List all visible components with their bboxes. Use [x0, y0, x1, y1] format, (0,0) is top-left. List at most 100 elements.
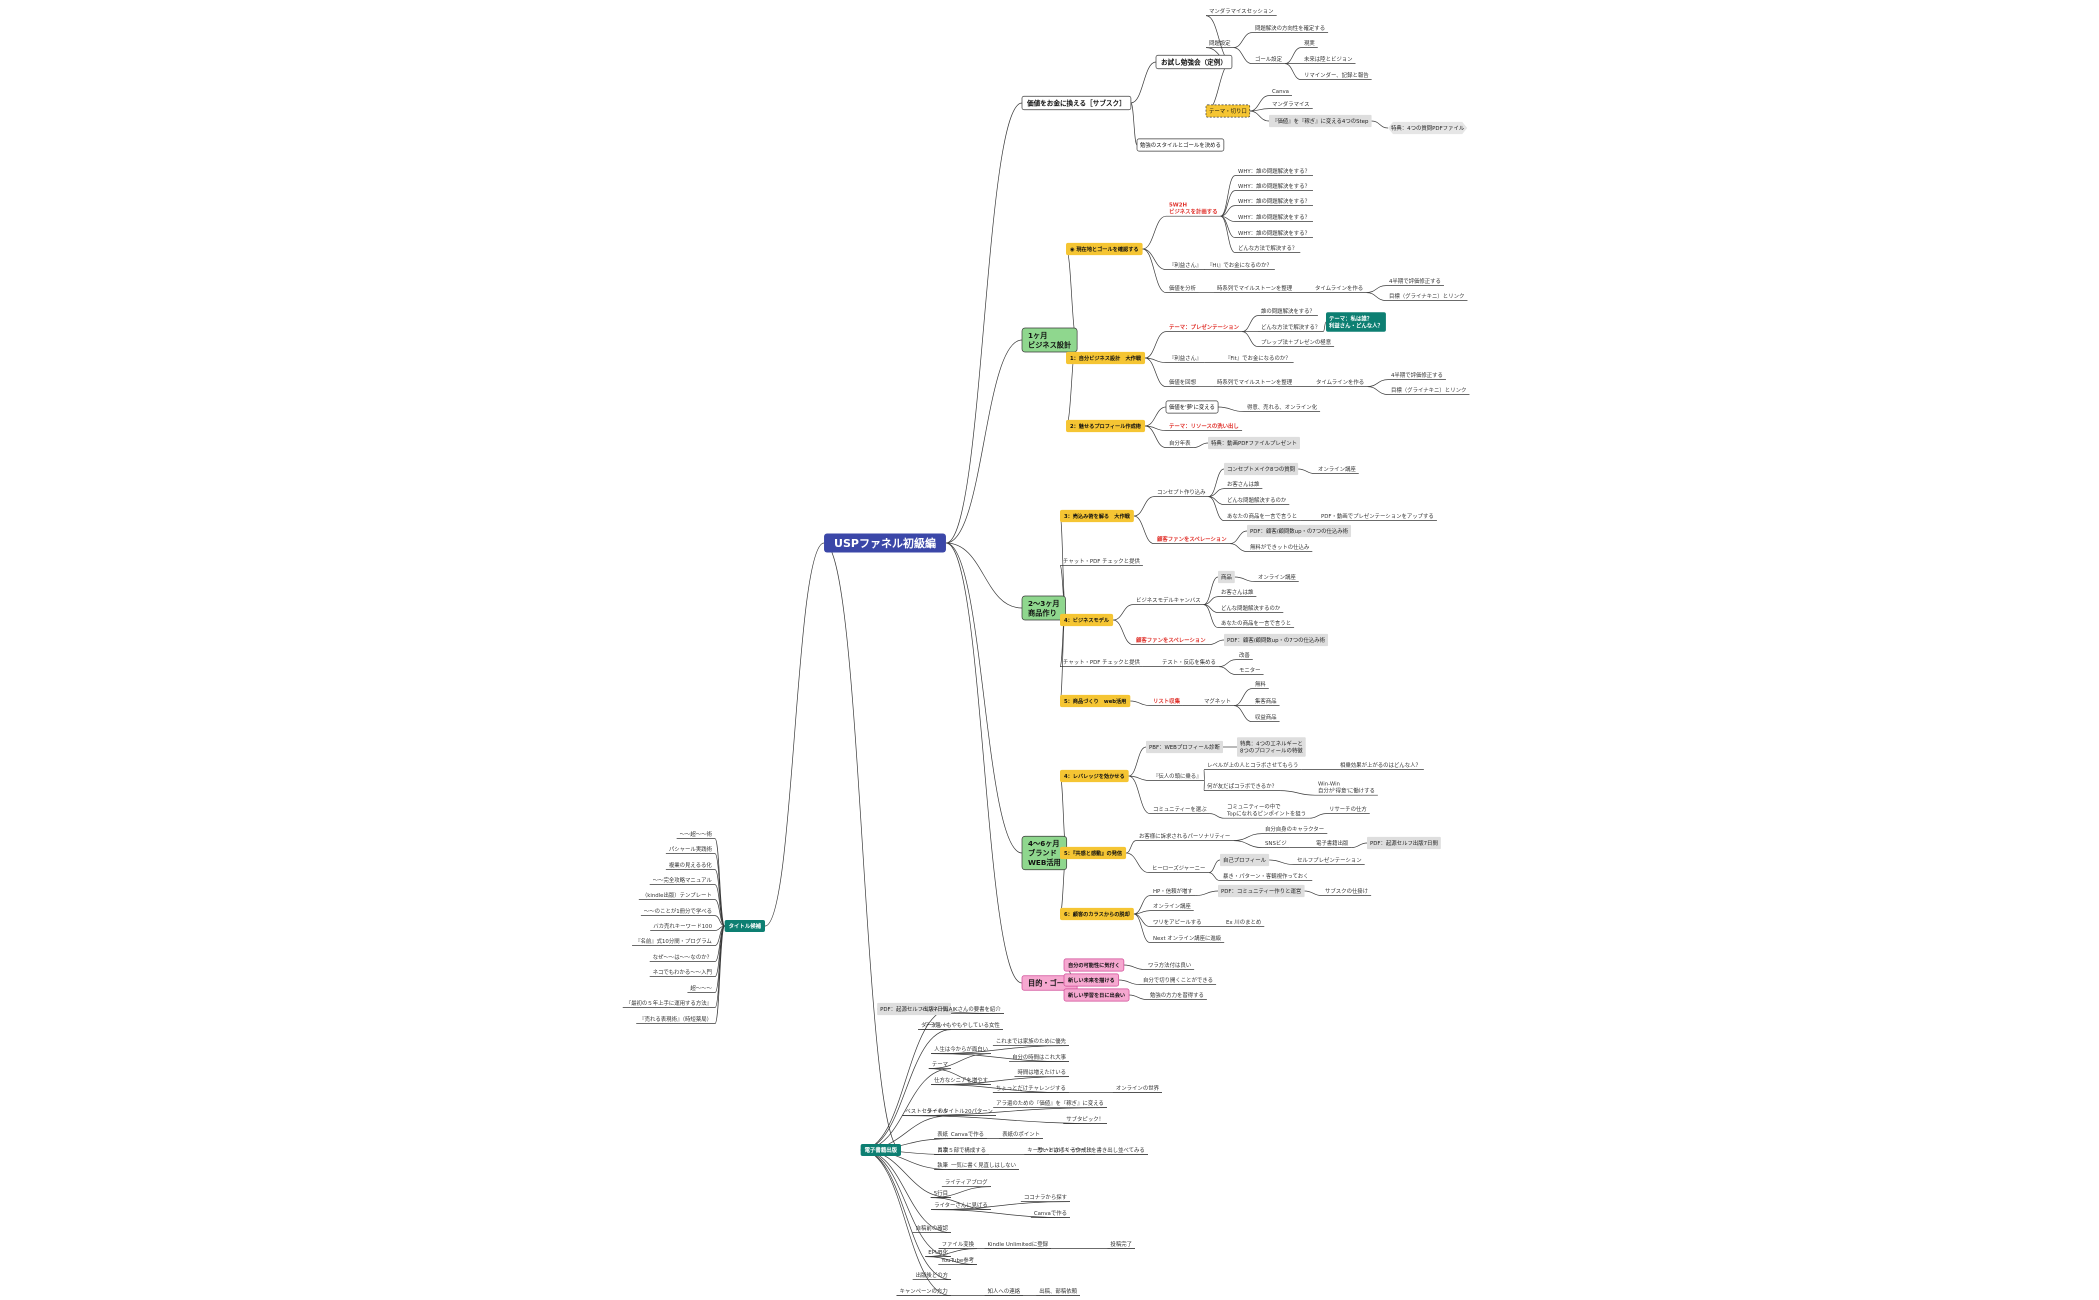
node-e8[interactable]: 相乗効果が上がるのはどんな人？ [1340, 761, 1421, 769]
node-d24[interactable]: テスト・反応を集める [1162, 658, 1216, 666]
node-b5[interactable]: 目的・ゴール [1021, 975, 1078, 991]
node-g5[interactable]: テーマ [932, 1061, 948, 1068]
node-c22[interactable]: テーマ：私は誰？利益さん・どんな人？ [1326, 312, 1386, 332]
node-c9[interactable]: WHY：誰の問題解決をする？ [1238, 229, 1310, 237]
node-e4[interactable]: PBF：WEBプロフィール診断 [1146, 740, 1223, 754]
node-c24[interactable]: 『Fit』でお金になるのか？ [1225, 354, 1291, 362]
node-g13[interactable]: タイトル [926, 1107, 948, 1115]
node-c7[interactable]: WHY：誰の問題解決をする？ [1238, 197, 1310, 205]
node-f6[interactable]: 勉強の方力を習得する [1150, 991, 1204, 999]
node-f1[interactable]: 自分の可能性に気付く [1063, 958, 1125, 972]
node-g35[interactable]: Kindle Unlimitedに登録 [987, 1240, 1048, 1248]
node-c13[interactable]: 価値を分析 [1169, 284, 1197, 292]
node-g39[interactable]: キャンペーンの方力 [899, 1287, 947, 1295]
node-e13[interactable]: リサーチの仕方 [1329, 805, 1367, 813]
node-d23[interactable]: PDF：顧客/顧問数up・の7つの仕込み術 [1224, 633, 1329, 647]
node-d7[interactable]: コンセプトメイク8つの質問 [1224, 462, 1299, 476]
node-t1[interactable]: 〜〜超〜〜術 [680, 830, 713, 838]
node-g33[interactable]: EPUB化 [928, 1248, 948, 1256]
node-n11[interactable]: Canva [1272, 89, 1289, 95]
node-g14[interactable]: ベストセラーのタイトル20パターン [905, 1107, 993, 1115]
node-e2[interactable]: 5：『共感と感動』の発信 [1060, 846, 1127, 860]
node-c33[interactable]: 自分年表 [1169, 439, 1191, 447]
node-d8[interactable]: オンライン講座 [1318, 465, 1356, 473]
node-g2[interactable]: ペンネームAIKさんの要書を紹介 [922, 1005, 1001, 1013]
node-d20[interactable]: どんな問題解決するのか [1221, 604, 1281, 612]
node-d31[interactable]: 収益商品 [1255, 713, 1277, 721]
node-d3[interactable]: 4：ビジネスモデル [1060, 613, 1114, 627]
node-t3[interactable]: 複業の見えるる化 [669, 861, 713, 869]
node-n1[interactable]: お試し勉強会（定例） [1155, 54, 1233, 70]
node-c30[interactable]: 価値を'夢'に変える [1165, 400, 1219, 414]
node-d10[interactable]: どんな問題解決するのか [1227, 496, 1287, 504]
node-n7[interactable]: 現実 [1304, 39, 1315, 47]
node-d25[interactable]: 改善 [1239, 651, 1250, 659]
node-c23[interactable]: 『利益さん』 [1169, 354, 1201, 362]
node-g41[interactable]: 出稿、部稿依頼 [1039, 1287, 1077, 1295]
node-c27[interactable]: タイムラインを作る [1316, 378, 1364, 386]
node-d30[interactable]: 集客商品 [1255, 697, 1277, 705]
node-g36[interactable]: 投稿完了 [1110, 1240, 1132, 1248]
node-g18[interactable]: Canvaで作る [951, 1130, 984, 1138]
node-d12[interactable]: PDF・動画でプレゼンテーションをアップする [1321, 512, 1434, 520]
node-c25[interactable]: 価値を回想 [1169, 378, 1197, 386]
node-d6[interactable]: コンセプト作り込み [1157, 488, 1206, 496]
node-e1[interactable]: 4：レバレッジを効かせる [1060, 769, 1129, 783]
node-d9[interactable]: お客さんは誰 [1227, 480, 1260, 488]
node-d26[interactable]: モニター [1239, 666, 1261, 674]
node-t10[interactable]: ネコでもわかる〜〜入門 [653, 969, 712, 976]
node-n10[interactable]: テーマ・切り口 [1205, 104, 1251, 118]
node-e17[interactable]: 電子書籍出版 [1316, 839, 1349, 847]
node-g23[interactable]: 思いとはげキーワードを書き出し並べてみる [1037, 1146, 1145, 1154]
node-g4[interactable]: アラ還・もやもやしている女性 [925, 1021, 1001, 1029]
node-g21[interactable]: ５章５部で構成する [937, 1146, 986, 1154]
node-f4[interactable]: ワラ方法付は良い [1148, 961, 1191, 969]
node-d4[interactable]: チャット・PDF チェックと提供 [1063, 658, 1140, 666]
node-n2[interactable]: 勉強のスタイルとゴールを決める [1136, 138, 1225, 152]
node-b6[interactable]: 電子書籍出版 [860, 1144, 901, 1156]
node-e27[interactable]: ワリをアピールする [1153, 919, 1202, 926]
node-d27[interactable]: リスト収集 [1153, 697, 1181, 705]
node-t5[interactable]: （kindle出版）テンプレート [642, 891, 712, 899]
node-e14[interactable]: お客様に訴求されるパーソナリティー [1139, 832, 1230, 840]
node-g17[interactable]: 表紙 [937, 1130, 948, 1138]
node-e26[interactable]: オンライン講座 [1153, 902, 1191, 910]
node-g26[interactable]: 見直しはしない [978, 1161, 1016, 1169]
node-g27[interactable]: 5行目 [934, 1189, 948, 1197]
node-g25[interactable]: 一気に書く [951, 1161, 978, 1169]
node-c19[interactable]: 誰の問題解決をする？ [1261, 307, 1315, 315]
node-g38[interactable]: 出版後どの方 [916, 1271, 949, 1279]
node-g37[interactable]: YouTube参考 [940, 1256, 974, 1264]
node-t4[interactable]: 〜〜完全攻略マニュアル [653, 876, 713, 884]
node-e23[interactable]: HP・信頼が増す [1153, 887, 1193, 895]
node-g15[interactable]: アラ還のための『価値』を『稼ぎ』に変える [996, 1099, 1104, 1107]
node-t7[interactable]: バカ売れキーワード100 [653, 922, 712, 930]
node-e15[interactable]: 自分自身のキャラクター [1265, 825, 1324, 833]
node-g11[interactable]: ちょっとだけチャレンジする [996, 1085, 1066, 1092]
node-g16[interactable]: サブタピック！ [1066, 1115, 1104, 1123]
node-d22[interactable]: 顧客ファンをスペレーション [1136, 636, 1206, 644]
node-c15[interactable]: タイムラインを作る [1315, 284, 1363, 292]
node-c14[interactable]: 時系列でマイルストーンを整理 [1217, 284, 1293, 292]
node-n9[interactable]: リマインダー、記録と報告 [1304, 71, 1369, 79]
node-e22[interactable]: 暴き・パターン・客観視作っておく [1223, 872, 1309, 880]
node-t9[interactable]: なぜ〜〜は〜〜なのか？ [653, 954, 712, 961]
node-e21[interactable]: セルフプレゼンテーション [1297, 856, 1362, 864]
node-g40[interactable]: 知人への連絡 [988, 1287, 1021, 1295]
node-c31[interactable]: 得意、売れる、オンライン化 [1247, 403, 1318, 411]
node-f3[interactable]: 新しい学習を日に出会い [1063, 988, 1130, 1002]
node-c28[interactable]: 4半期で評価修正する [1391, 371, 1443, 379]
node-t13[interactable]: 『売れる表現術』（時短薬局） [639, 1015, 712, 1023]
node-t2[interactable]: パシャール実践術 [669, 845, 713, 853]
node-n4[interactable]: 問題設定 [1209, 39, 1231, 47]
node-t12[interactable]: 『最初の５年上手に運用する方法』 [626, 999, 712, 1007]
node-t6[interactable]: 〜〜のことが1冊分で学べる [644, 907, 712, 915]
node-c2[interactable]: 1：自分ビジネス設計 大作戦 [1066, 351, 1146, 365]
node-g31[interactable]: Canvaで作る [1034, 1209, 1067, 1217]
node-d13[interactable]: 顧客ファンをスペレーション [1157, 535, 1227, 543]
node-c32[interactable]: テーマ：リソースの洗い出し [1169, 422, 1239, 430]
